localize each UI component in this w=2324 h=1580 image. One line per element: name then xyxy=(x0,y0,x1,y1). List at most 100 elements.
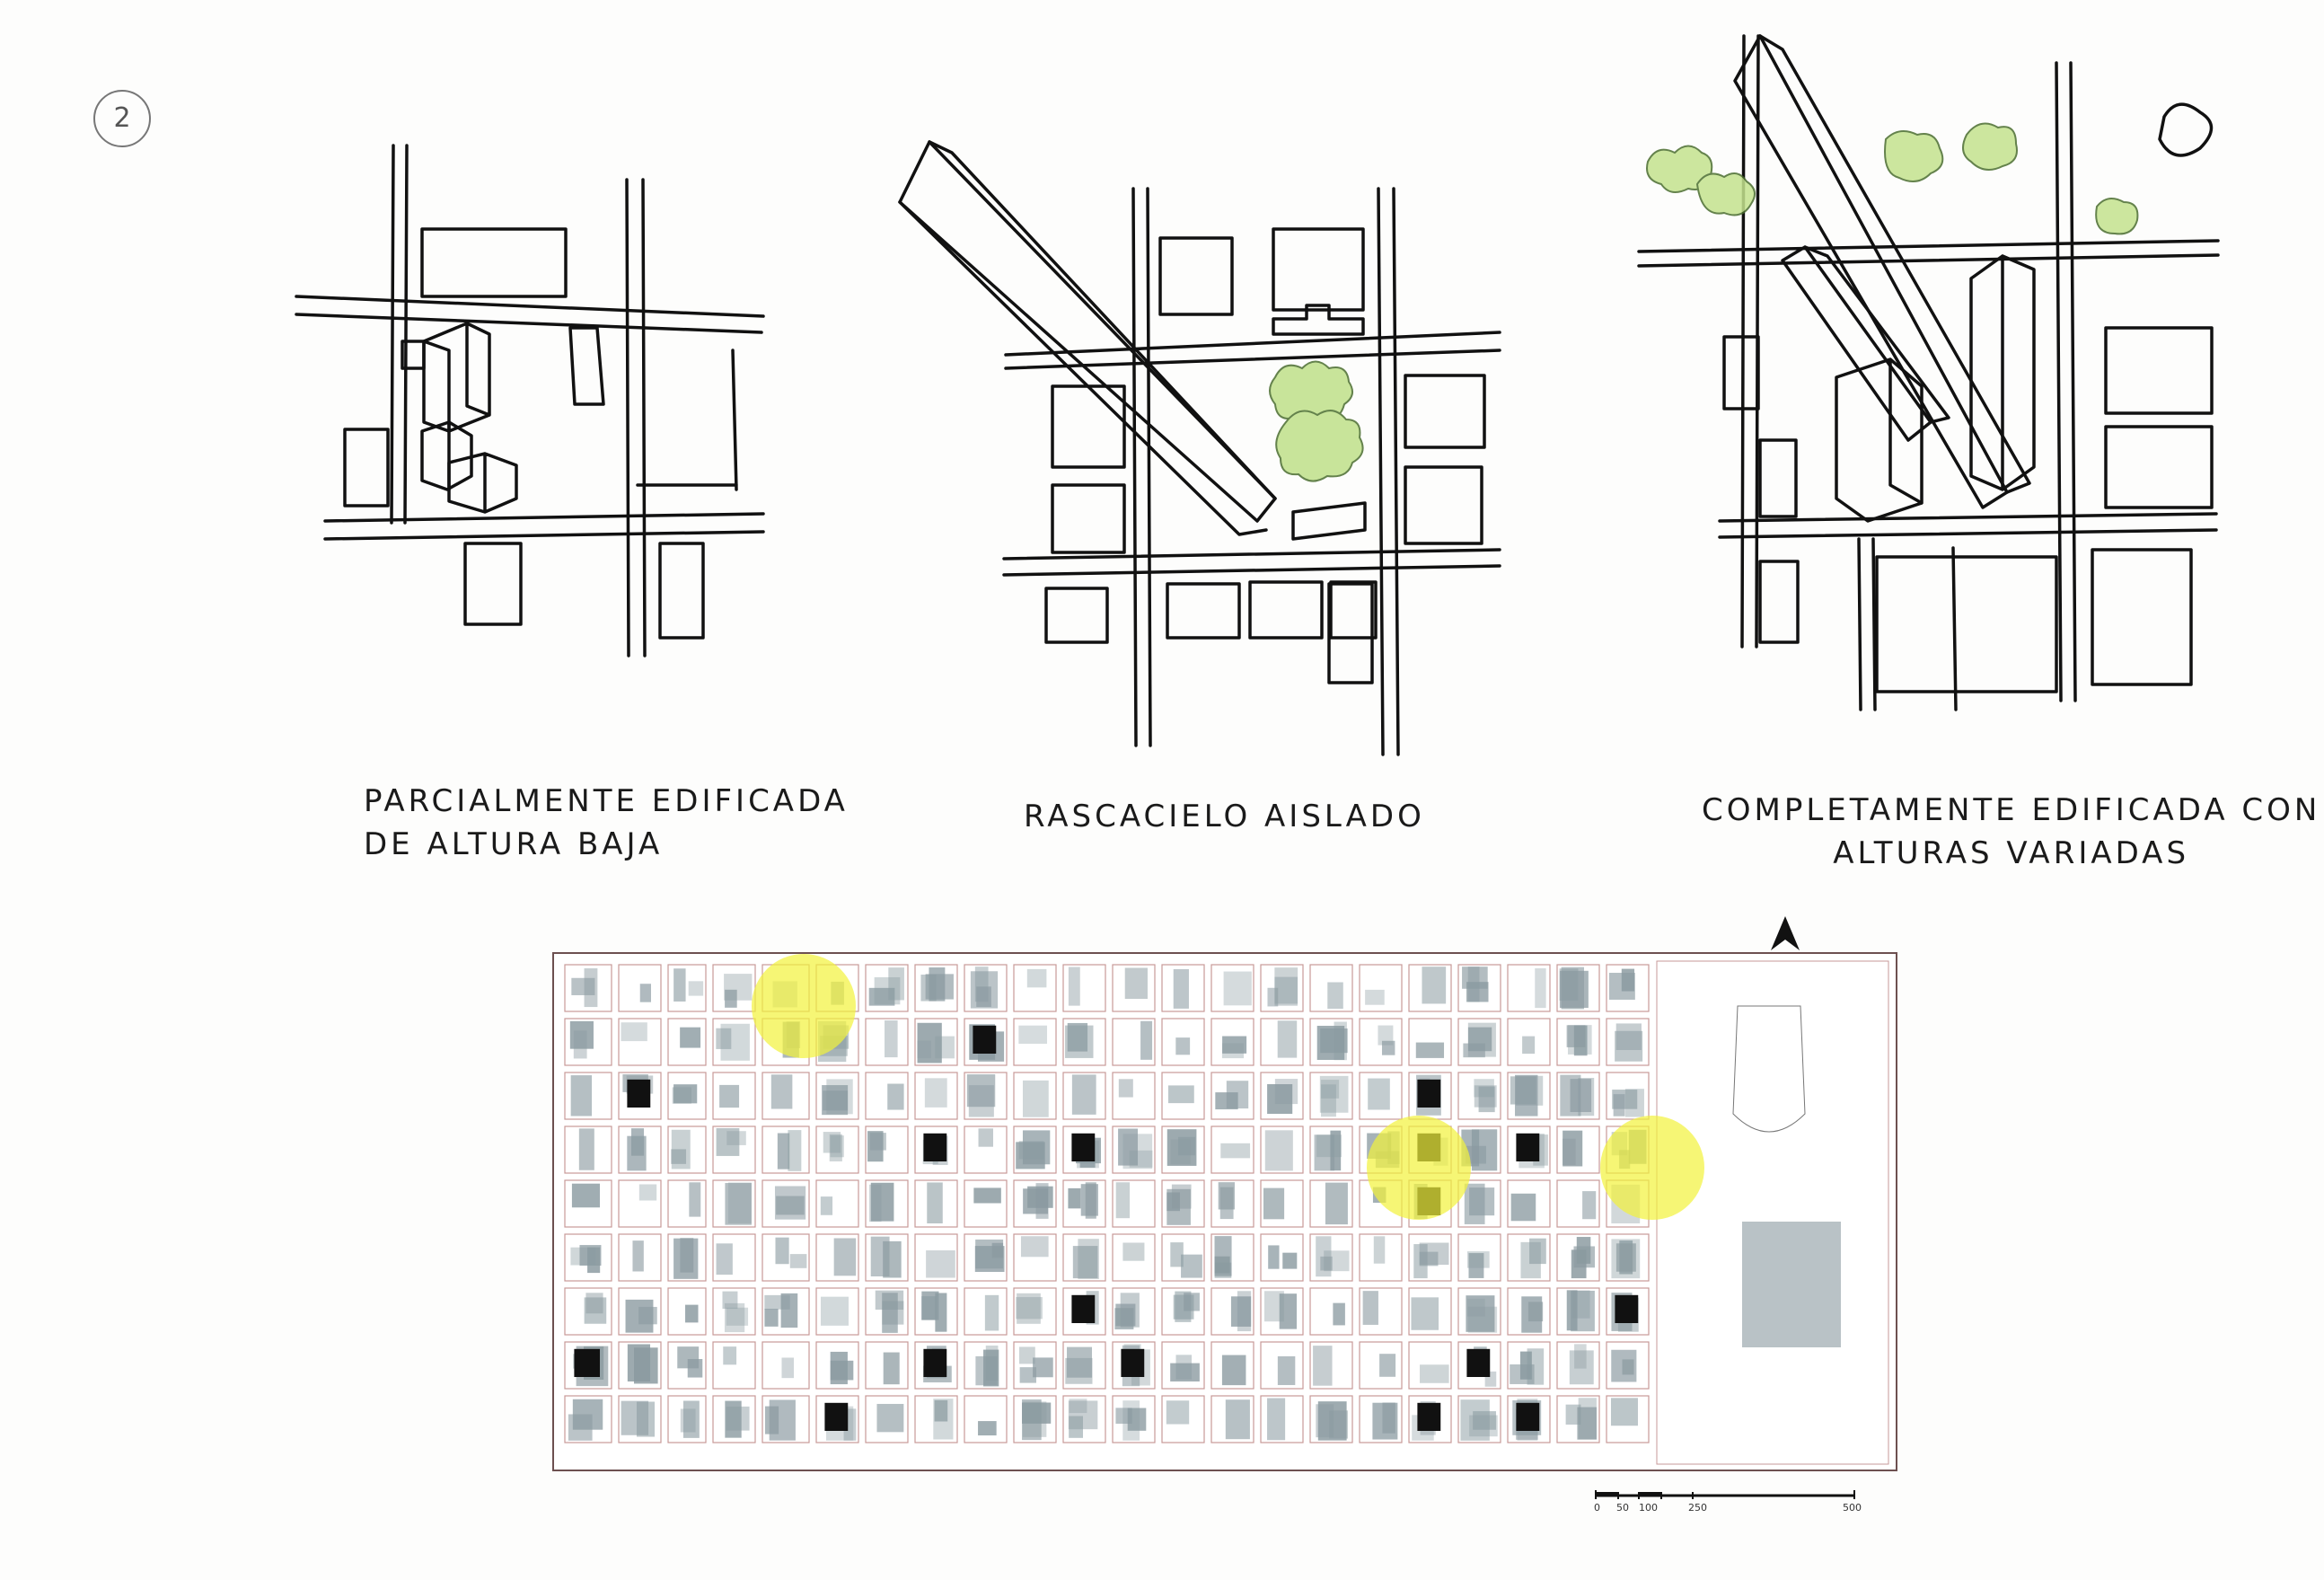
map-building xyxy=(1267,1398,1286,1441)
map-building xyxy=(1316,1134,1342,1158)
map-building xyxy=(1415,1042,1445,1058)
map-building xyxy=(1166,1400,1190,1425)
map-building xyxy=(978,1421,997,1436)
map-building xyxy=(1573,1025,1588,1056)
map-building xyxy=(1122,1242,1145,1261)
map-block xyxy=(1408,1341,1452,1390)
map-block xyxy=(865,1341,909,1390)
map-building xyxy=(1140,1020,1153,1060)
map-block xyxy=(1359,1341,1403,1390)
map-tower xyxy=(1071,1294,1096,1323)
map-building xyxy=(1320,1256,1333,1271)
map-block xyxy=(865,1395,909,1443)
map-tower xyxy=(1417,1402,1441,1431)
map-block xyxy=(564,1018,612,1066)
map-block xyxy=(815,1125,859,1174)
map-building xyxy=(926,1250,955,1278)
map-block xyxy=(1112,1018,1156,1066)
map-building xyxy=(820,1296,849,1326)
map-building xyxy=(1316,1236,1332,1277)
map-block xyxy=(667,1072,707,1120)
map-building xyxy=(724,974,753,1001)
map-block xyxy=(1210,1072,1254,1120)
map-block xyxy=(964,1179,1008,1228)
map-block xyxy=(964,1287,1008,1336)
map-block xyxy=(964,1395,1008,1443)
map-building xyxy=(1085,1182,1096,1219)
map-block xyxy=(1062,1072,1106,1120)
map-building xyxy=(571,1183,601,1208)
map-block xyxy=(1507,1287,1551,1336)
map-building xyxy=(1478,1086,1495,1113)
map-tower xyxy=(627,1079,651,1108)
map-building xyxy=(726,1131,746,1145)
map-building xyxy=(1279,1293,1298,1329)
map-block xyxy=(712,1072,756,1120)
map-building xyxy=(788,1130,802,1171)
map-building xyxy=(876,1403,904,1433)
map-building xyxy=(673,1238,699,1279)
map-building xyxy=(725,1400,742,1438)
map-block xyxy=(667,1287,707,1336)
map-building xyxy=(1567,1025,1592,1055)
map-building xyxy=(1069,1399,1087,1414)
map-building xyxy=(869,1184,882,1223)
map-block xyxy=(564,1287,612,1336)
map-building xyxy=(973,1187,1001,1204)
map-building xyxy=(1170,1363,1200,1381)
map-block xyxy=(1606,1018,1650,1066)
map-building xyxy=(830,1351,848,1385)
map-building xyxy=(570,1075,593,1117)
map-block xyxy=(1309,964,1353,1012)
map-building xyxy=(830,1135,844,1158)
map-building xyxy=(917,1040,931,1059)
map-block xyxy=(1210,1395,1254,1443)
map-building xyxy=(874,976,901,1005)
map-building xyxy=(1368,1078,1390,1110)
map-block xyxy=(1507,1125,1551,1174)
map-block xyxy=(667,1018,707,1066)
map-block xyxy=(712,1018,756,1066)
map-block xyxy=(1112,1341,1156,1390)
map-block xyxy=(1161,1341,1205,1390)
map-building xyxy=(716,1128,740,1156)
map-tower xyxy=(574,1348,600,1377)
map-block xyxy=(761,1125,810,1174)
map-building xyxy=(1317,1401,1347,1441)
map-building xyxy=(584,1297,607,1324)
map-building xyxy=(823,1132,841,1153)
map-building xyxy=(776,1196,805,1215)
map-building xyxy=(1282,1252,1298,1269)
map-building xyxy=(1420,1364,1449,1383)
map-block xyxy=(1507,1018,1551,1066)
map-building xyxy=(984,1294,999,1331)
map-building xyxy=(1474,1085,1497,1108)
map-building xyxy=(1529,1238,1546,1265)
map-building xyxy=(1118,1079,1133,1098)
map-block xyxy=(1556,1287,1600,1336)
map-block xyxy=(1210,964,1254,1012)
map-block xyxy=(1260,1018,1304,1066)
map-building xyxy=(632,1240,644,1272)
map-block xyxy=(1161,1287,1205,1336)
map-highlight xyxy=(1367,1116,1471,1220)
map-building xyxy=(725,989,737,1008)
map-park-building xyxy=(1742,1222,1841,1347)
map-block xyxy=(914,1287,958,1336)
map-block xyxy=(914,1018,958,1066)
map-building xyxy=(764,1294,790,1310)
map-block xyxy=(1013,1072,1057,1120)
map-building xyxy=(716,1028,732,1049)
map-building xyxy=(1170,1242,1184,1267)
map-block xyxy=(1013,1287,1057,1336)
map-building xyxy=(764,1309,779,1327)
scale-bar xyxy=(1595,1490,1855,1499)
map-block xyxy=(1556,1395,1600,1443)
map-tower xyxy=(973,1025,997,1054)
map-building xyxy=(1411,1297,1439,1330)
map-building xyxy=(689,1182,701,1217)
map-building xyxy=(934,1399,948,1422)
map-building xyxy=(1222,1036,1247,1054)
map-block xyxy=(1309,1287,1353,1336)
map-building xyxy=(1569,1350,1594,1385)
